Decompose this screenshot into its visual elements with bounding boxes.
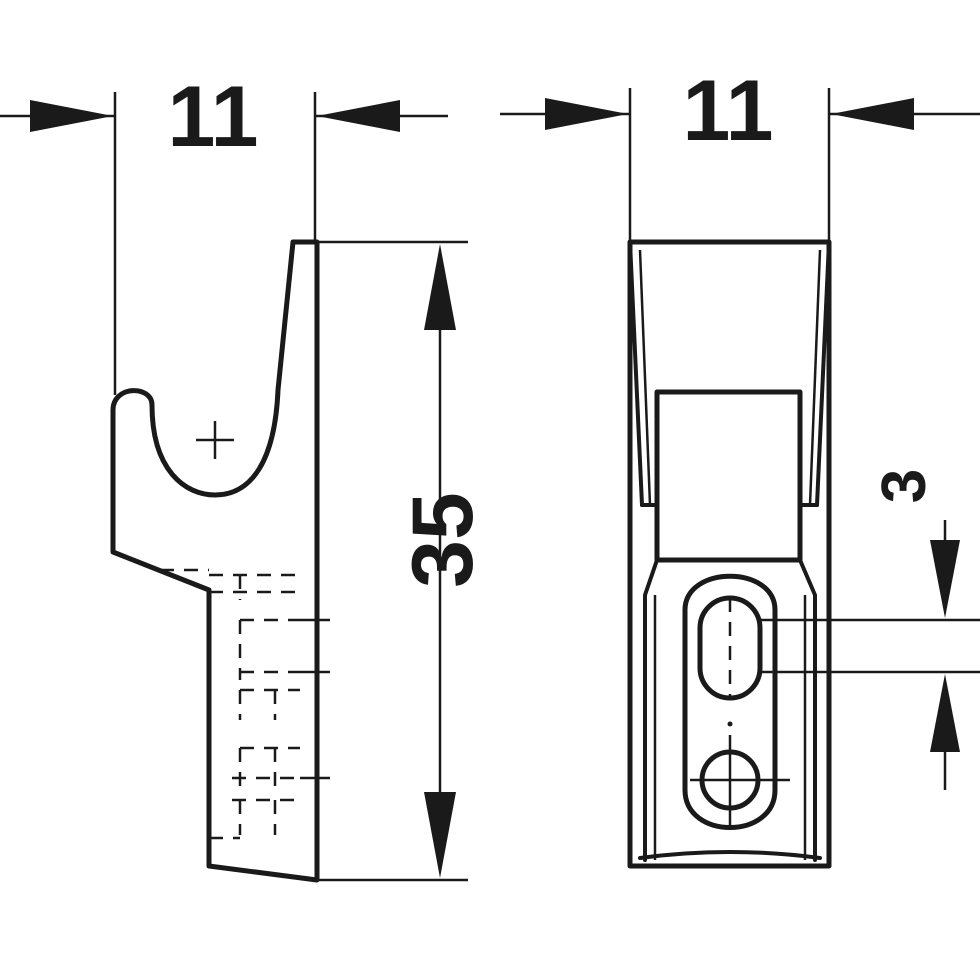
slot-dimension: 3: [760, 469, 980, 790]
taper-inner-right: [808, 249, 822, 506]
side-view: 11 35: [0, 69, 491, 883]
dimension-arrow-bottom: [424, 792, 456, 878]
dimension-arrow-top: [424, 244, 456, 330]
side-height-dimension: 35: [318, 240, 491, 882]
dimension-arrow-right: [831, 98, 914, 130]
front-width-label: 11: [683, 63, 774, 159]
hook-profile-outline: [110, 239, 320, 883]
taper-line-right: [815, 240, 831, 507]
side-width-dimension: 11: [0, 69, 448, 395]
front-view: 11: [500, 63, 980, 869]
dimension-arrow-left: [30, 100, 113, 132]
dimension-arrow-right: [317, 100, 400, 132]
dimension-arrow-upper: [930, 540, 960, 618]
slot-housing: [682, 573, 778, 830]
front-bottom-edge: [638, 850, 822, 860]
lower-plate: [643, 558, 817, 862]
slot-dimension-label: 3: [870, 469, 939, 503]
taper-line-left: [628, 240, 644, 507]
center-block: [654, 389, 803, 563]
dimension-arrow-left: [545, 98, 628, 130]
dimension-arrow-lower: [930, 674, 960, 752]
center-dot: [727, 721, 733, 727]
front-body-outline: [627, 239, 832, 869]
front-width-dimension: 11: [500, 63, 980, 242]
side-width-label: 11: [168, 69, 259, 165]
side-height-label: 35: [395, 492, 491, 588]
taper-inner-left: [638, 249, 652, 506]
hidden-lines: [160, 568, 300, 840]
